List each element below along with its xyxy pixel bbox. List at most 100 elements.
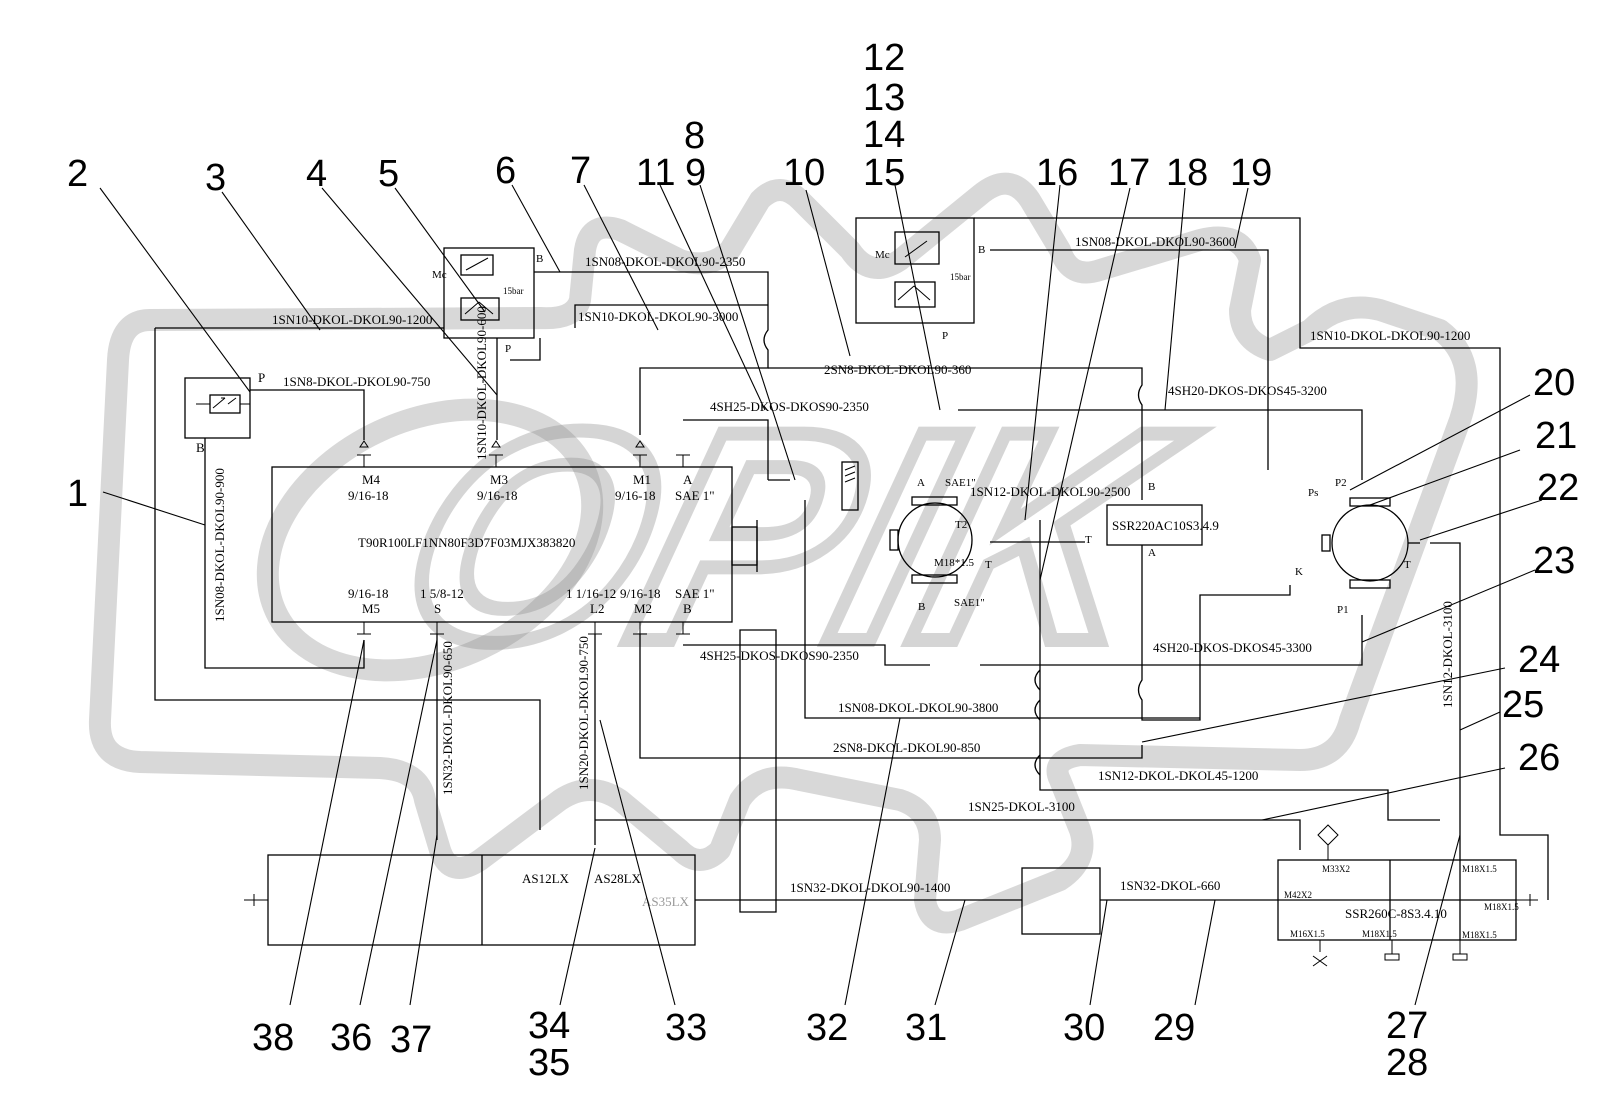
port-m5: M5 bbox=[362, 601, 380, 616]
hose-label-9: 1SN10-DKOL-DKOL90-1200 bbox=[1310, 328, 1470, 343]
valve-block-b: B bbox=[1148, 481, 1155, 493]
hose-label-18: 1SN25-DKOL-3100 bbox=[968, 799, 1075, 814]
valve-right: Mc B 15bar P bbox=[855, 217, 985, 342]
valve-block: SSR220AC10S3.4.9 B A T bbox=[1085, 481, 1219, 559]
port-s-thread: 1 5/8-12 bbox=[420, 586, 464, 601]
callouts: 1 2 3 4 5 6 7 8 11 9 10 12 13 14 15 16 1… bbox=[67, 37, 1579, 1084]
port-m3: M3 bbox=[490, 472, 508, 487]
callout-3: 3 bbox=[205, 157, 226, 199]
callout-7: 7 bbox=[570, 150, 591, 192]
motor-t: T bbox=[985, 559, 992, 571]
manifold-t1: M18X1.5 bbox=[1462, 864, 1497, 874]
callout-11: 11 bbox=[636, 152, 675, 194]
right-pump-t: T bbox=[1404, 559, 1411, 571]
callout-9: 9 bbox=[685, 152, 706, 194]
valve-top-mc: Mc bbox=[432, 269, 447, 281]
valve-left-p: P bbox=[258, 370, 265, 385]
callout-31: 31 bbox=[905, 1007, 947, 1049]
callout-26: 26 bbox=[1518, 737, 1560, 779]
port-m2: M2 bbox=[634, 601, 652, 616]
hose-label-21: 1SN32-DKOL-DKOL90-1400 bbox=[790, 880, 950, 895]
port-m5-thread: 9/16-18 bbox=[348, 586, 388, 601]
valve-top: Mc B 15bar P bbox=[432, 247, 543, 355]
right-pump-k: K bbox=[1295, 566, 1303, 578]
motor-a: A bbox=[917, 477, 925, 489]
port-a: A bbox=[683, 472, 693, 487]
valve-block-a: A bbox=[1148, 547, 1156, 559]
manifold-t4: M18X1.5 bbox=[1362, 929, 1397, 939]
callout-37: 37 bbox=[390, 1019, 432, 1061]
tank: AS12LX AS28LX AS35LX bbox=[244, 854, 696, 946]
motor-b: B bbox=[918, 601, 925, 613]
callout-4: 4 bbox=[306, 153, 327, 195]
port-m1-thread: 9/16-18 bbox=[615, 488, 655, 503]
hose-label-23: 1SN12-DKOL-3100 bbox=[1440, 601, 1455, 708]
hose-label-5: 1SN10-DKOL-DKOL90-600 bbox=[474, 306, 489, 460]
callout-5: 5 bbox=[378, 153, 399, 195]
hose-label-1: 1SN10-DKOL-DKOL90-1200 bbox=[272, 312, 432, 327]
right-pump-p1: P1 bbox=[1337, 604, 1349, 616]
hose-label-22: 1SN32-DKOL-660 bbox=[1120, 878, 1220, 893]
hose-label-15: 1SN08-DKOL-DKOL90-3800 bbox=[838, 700, 998, 715]
right-pump-p2: P2 bbox=[1335, 477, 1347, 489]
callout-35: 35 bbox=[528, 1042, 570, 1084]
hose-label-11: 1SN12-DKOL-DKOL90-2500 bbox=[970, 484, 1130, 499]
valve-block-model: SSR220AC10S3.4.9 bbox=[1112, 518, 1219, 533]
manifold-model: SSR260C-8S3.4.10 bbox=[1345, 906, 1447, 921]
filter bbox=[1021, 867, 1101, 935]
hose-label-14: 4SH20-DKOS-DKOS45-3300 bbox=[1153, 640, 1312, 655]
valve-right-bar: 15bar bbox=[950, 272, 971, 282]
hose-label-17: 1SN12-DKOL-DKOL45-1200 bbox=[1098, 768, 1258, 783]
manifold-p2: M42X2 bbox=[1284, 890, 1312, 900]
callout-19: 19 bbox=[1230, 152, 1272, 194]
manifold-t6: M16X1.5 bbox=[1290, 929, 1325, 939]
callout-1: 1 bbox=[67, 473, 88, 515]
valve-top-bar: 15bar bbox=[503, 286, 524, 296]
valve-right-p: P bbox=[942, 330, 948, 342]
port-l2: L2 bbox=[590, 601, 604, 616]
callout-17: 17 bbox=[1108, 152, 1150, 194]
callout-14: 14 bbox=[863, 114, 905, 156]
hose-label-6: 2SN8-DKOL-DKOL90-360 bbox=[824, 362, 971, 377]
hose-lines bbox=[154, 217, 1549, 913]
callout-8: 8 bbox=[684, 115, 705, 157]
valve-left-b: B bbox=[196, 440, 205, 455]
valve-left: P B bbox=[184, 370, 265, 455]
manifold: SSR260C-8S3.4.10 M33X2 M42X2 M18X1.5 M18… bbox=[1277, 859, 1538, 967]
pump-model: T90R100LF1NN80F3D7F03MJX383820 bbox=[358, 535, 575, 550]
valve-top-p: P bbox=[505, 343, 511, 355]
hose-labels: 1SN10-DKOL-DKOL90-1200 1SN8-DKOL-DKOL90-… bbox=[212, 234, 1470, 895]
callout-21: 21 bbox=[1535, 415, 1577, 457]
port-s: S bbox=[434, 601, 441, 616]
port-m1: M1 bbox=[633, 472, 651, 487]
callout-20: 20 bbox=[1533, 362, 1575, 404]
manifold-p1: M33X2 bbox=[1322, 864, 1350, 874]
callout-2: 2 bbox=[67, 153, 88, 195]
hose-label-12: 1SN08-DKOL-DKOL90-900 bbox=[212, 468, 227, 622]
callout-36: 36 bbox=[330, 1017, 372, 1059]
tank-as35: AS35LX bbox=[642, 894, 690, 909]
port-l2-thread: 1 1/16-12 bbox=[566, 586, 616, 601]
callout-38: 38 bbox=[252, 1017, 294, 1059]
hose-label-19: 1SN32-DKOL-DKOL90-650 bbox=[440, 641, 455, 795]
port-m2-thread: 9/16-18 bbox=[620, 586, 660, 601]
callout-15: 15 bbox=[863, 152, 905, 194]
main-pump: T90R100LF1NN80F3D7F03MJX383820 M4 9/16-1… bbox=[271, 440, 758, 635]
callout-34: 34 bbox=[528, 1005, 570, 1047]
hose-label-16: 2SN8-DKOL-DKOL90-850 bbox=[833, 740, 980, 755]
manifold-t2: M18X1.5 bbox=[1484, 902, 1519, 912]
port-m4: M4 bbox=[362, 472, 381, 487]
motor: A SAE1" T2 M18*1.5 T B SAE1" bbox=[889, 477, 992, 613]
port-m4-thread: 9/16-18 bbox=[348, 488, 388, 503]
watermark-text: OPIK bbox=[371, 369, 1217, 704]
callout-12: 12 bbox=[863, 37, 905, 79]
callout-22: 22 bbox=[1537, 467, 1579, 509]
motor-b-size: SAE1" bbox=[954, 597, 985, 609]
callout-27: 27 bbox=[1386, 1005, 1428, 1047]
tank-as12: AS12LX bbox=[522, 871, 570, 886]
valve-top-b: B bbox=[536, 253, 543, 265]
hose-label-4: 1SN10-DKOL-DKOL90-3000 bbox=[578, 309, 738, 324]
callout-29: 29 bbox=[1153, 1007, 1195, 1049]
tank-as28: AS28LX bbox=[594, 871, 642, 886]
